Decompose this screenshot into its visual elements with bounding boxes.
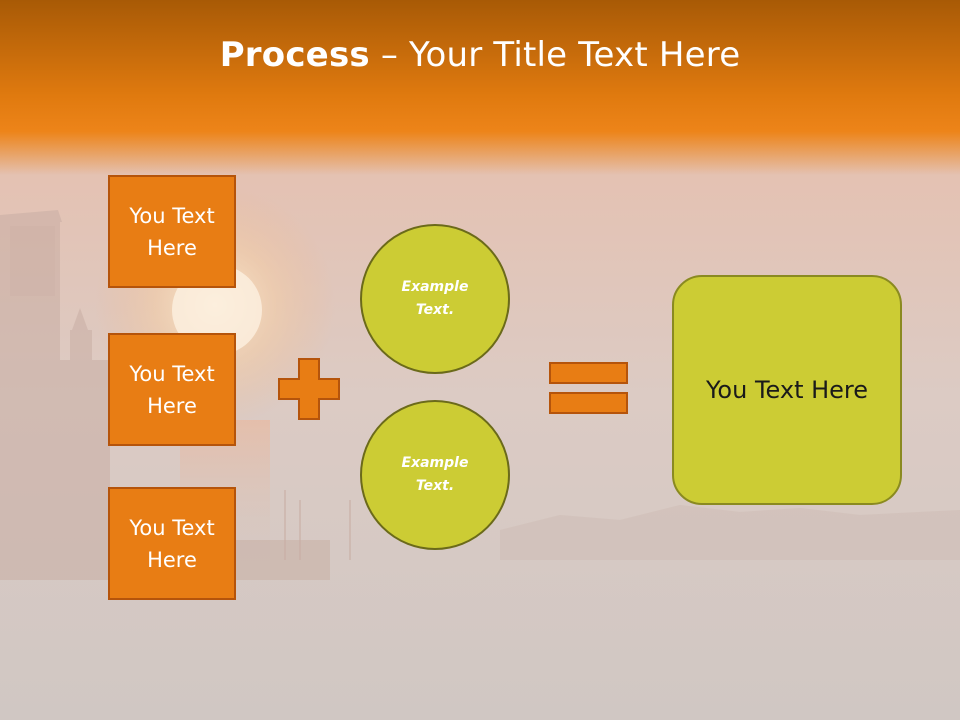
plus-icon[interactable] [277,357,341,421]
text-box-1[interactable]: You Text Here [108,175,236,288]
result-box[interactable]: You Text Here [672,275,902,505]
text-box-label: You Text Here [129,515,215,572]
text-box-2[interactable]: You Text Here [108,333,236,446]
result-label: You Text Here [705,376,869,404]
title-band: Process – Your Title Text Here [0,0,960,130]
text-box-label: You Text Here [129,361,215,418]
slide-title[interactable]: Process – Your Title Text Here [220,35,741,75]
circle-label: Example Text. [401,279,469,318]
title-bold-part: Process [219,35,370,75]
circle-label: Example Text. [401,455,469,494]
text-box-label: You Text Here [129,203,215,260]
text-box-3[interactable]: You Text Here [108,487,236,600]
equals-icon[interactable] [549,362,629,416]
title-rest-part: – Your Title Text Here [369,35,741,75]
example-circle-1[interactable]: Example Text. [360,224,510,374]
example-circle-2[interactable]: Example Text. [360,400,510,550]
